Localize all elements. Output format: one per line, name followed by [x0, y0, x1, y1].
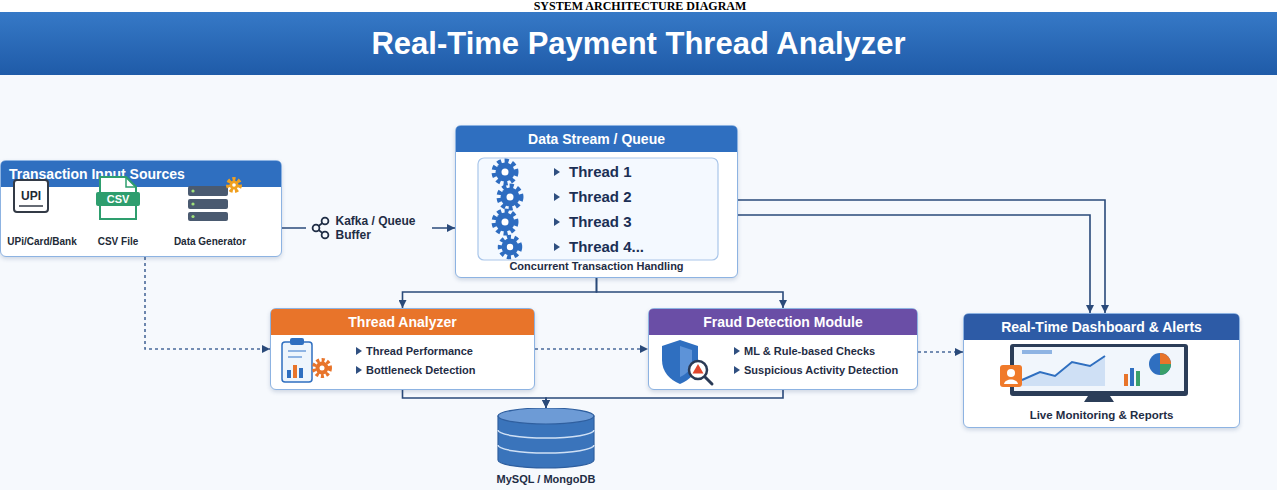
- connector: [546, 390, 783, 408]
- generator-icon: [188, 179, 240, 221]
- box-heading: Thread Analyzer: [271, 309, 534, 335]
- bullet-item: Suspicious Activity Detection: [733, 363, 913, 377]
- connector: [738, 200, 1105, 313]
- thread-item: Thread 2: [553, 188, 724, 206]
- icon-caption: UPi/Card/Bank: [2, 236, 82, 248]
- thread-item: Thread 4...: [553, 238, 724, 256]
- database-shape: [490, 408, 602, 470]
- bullet-item: ML & Rule-based Checks: [733, 344, 913, 358]
- dotted-connector: [535, 348, 648, 350]
- queue-icon: [310, 216, 330, 240]
- monitor-icon: [1000, 344, 1188, 402]
- page-heading: SYSTEM ARCHITECTURE DIAGRAM: [380, 0, 900, 12]
- csv-icon: [96, 177, 140, 219]
- bullet-item: Bottleneck Detection: [355, 363, 530, 377]
- box-caption: Live Monitoring & Reports: [964, 408, 1239, 427]
- bullet-item: Thread Performance: [355, 344, 530, 358]
- dotted-connector: [145, 257, 270, 349]
- icon-text: UPI: [14, 189, 48, 203]
- dotted-connector: [918, 351, 963, 353]
- box-caption: Concurrent Transaction Handling: [456, 259, 737, 277]
- fraud-detection-box: Fraud Detection Module ML & Rule-based Ch…: [648, 308, 918, 390]
- thread-item: Thread 3: [553, 213, 724, 231]
- connector: [403, 390, 547, 408]
- box-heading: Transaction Input Sources: [1, 161, 281, 187]
- box-caption: MySQL / MongoDB: [490, 472, 602, 486]
- box-heading: Data Stream / Queue: [456, 126, 737, 152]
- connector: [403, 278, 597, 308]
- box-heading: Fraud Detection Module: [649, 309, 917, 335]
- gear-icons: [494, 161, 521, 257]
- upi-icon: [14, 180, 48, 212]
- icon-caption: Data Generator: [168, 236, 252, 248]
- analyzer-icon: [282, 338, 330, 382]
- edge-label: Kafka / Queue Buffer: [336, 214, 428, 242]
- edge-label-patch: Kafka / Queue Buffer: [306, 212, 432, 244]
- connector: [738, 215, 1090, 313]
- database-cylinder: MySQL / MongoDB: [490, 408, 602, 486]
- thread-item: Thread 1: [553, 163, 724, 181]
- connector: [597, 278, 784, 308]
- dashboard-box: Real-Time Dashboard & AlertsLive Monitor…: [963, 313, 1240, 428]
- box-heading: Real-Time Dashboard & Alerts: [964, 314, 1239, 340]
- thread-analyzer-box: Thread AnalyzerThread PerformanceBottlen…: [270, 308, 535, 390]
- fraud-shield-icon: [662, 340, 712, 384]
- icon-text: CSV: [96, 192, 140, 206]
- icon-caption: CSV File: [88, 236, 148, 248]
- diagram-title: Real-Time Payment Thread Analyzer: [0, 12, 1277, 75]
